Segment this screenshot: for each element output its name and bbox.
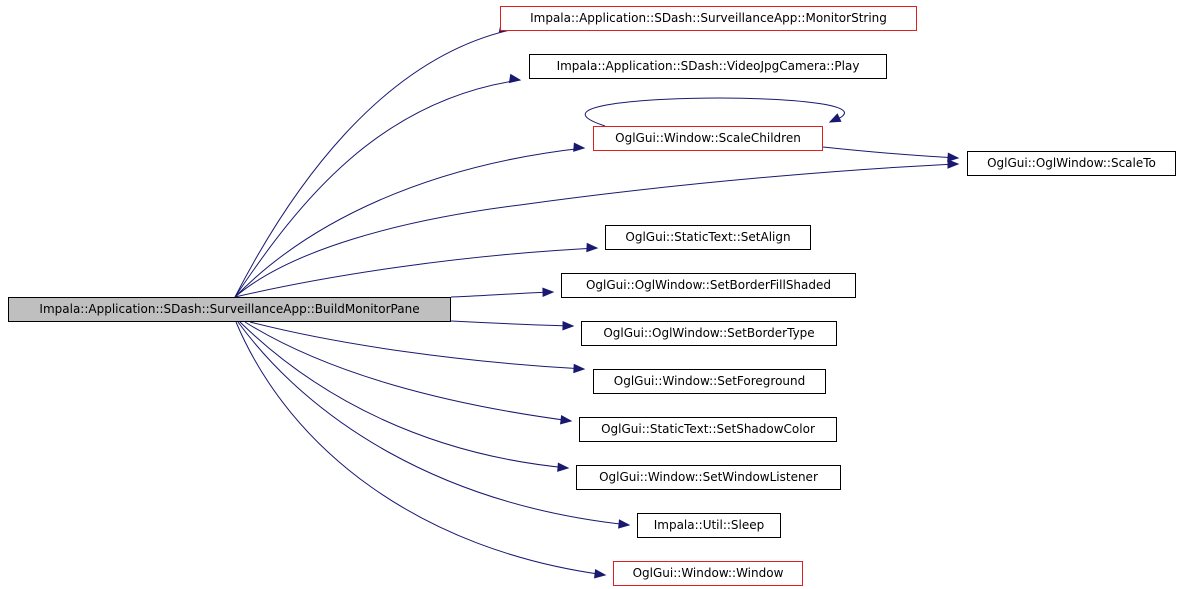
arrowhead-scalechildren: [828, 113, 842, 123]
node-label: OglGui::StaticText::SetAlign: [625, 230, 791, 244]
node-label: Impala::Application::SDash::Surveillance…: [530, 11, 887, 25]
edge-scalechildren-to-scaleto: [822, 146, 959, 159]
arrowhead-window: [594, 569, 607, 579]
node-label: OglGui::Window::ScaleChildren: [615, 131, 801, 145]
node-monitorstring[interactable]: Impala::Application::SDash::Surveillance…: [500, 6, 917, 31]
edge-scalechildren-to-scalechildren: [584, 97, 845, 127]
edge-root-to-setshadowcolor: [244, 321, 572, 422]
arrowhead-setforeground: [573, 363, 586, 374]
node-label: OglGui::Window::Window: [632, 566, 784, 580]
edge-root-to-scaleto: [234, 163, 959, 298]
arrowhead-scaleto: [947, 152, 960, 162]
edge-root-to-play: [234, 79, 521, 298]
node-window[interactable]: OglGui::Window::Window: [613, 561, 803, 586]
node-setwindowlistener[interactable]: OglGui::Window::SetWindowListener: [576, 465, 841, 490]
arrowhead-play: [508, 73, 522, 84]
edges-layer: [234, 23, 960, 579]
node-label: OglGui::OglWindow::ScaleTo: [987, 156, 1156, 170]
edge-root-to-setforeground: [249, 321, 585, 370]
node-setalign[interactable]: OglGui::StaticText::SetAlign: [605, 225, 811, 250]
node-setbordertype[interactable]: OglGui::OglWindow::SetBorderType: [581, 321, 837, 346]
node-label: Impala::Util::Sleep: [653, 518, 765, 532]
node-root: Impala::Application::SDash::Surveillance…: [8, 297, 451, 322]
arrowhead-scaleto: [947, 159, 960, 169]
node-label: OglGui::StaticText::SetShadowColor: [601, 422, 815, 436]
edge-root-to-setbordertype: [450, 320, 574, 327]
edge-root-to-scalechildren: [234, 147, 585, 298]
arrowhead-setborderfillshaded: [542, 287, 555, 297]
node-label: Impala::Application::SDash::Surveillance…: [39, 302, 420, 316]
node-label: OglGui::OglWindow::SetBorderType: [603, 326, 815, 340]
arrowhead-setbordertype: [562, 321, 575, 331]
edge-root-to-window: [235, 321, 606, 576]
node-label: Impala::Application::SDash::VideoJpgCame…: [556, 59, 860, 73]
arrowhead-setshadowcolor: [560, 415, 573, 425]
node-label: OglGui::Window::SetForeground: [613, 374, 806, 388]
arrowhead-sleep: [618, 519, 631, 529]
node-setforeground[interactable]: OglGui::Window::SetForeground: [593, 369, 826, 394]
node-scaleto[interactable]: OglGui::OglWindow::ScaleTo: [967, 151, 1176, 176]
node-label: OglGui::OglWindow::SetBorderFillShaded: [585, 278, 832, 292]
edge-root-to-setalign: [234, 247, 598, 298]
node-play[interactable]: Impala::Application::SDash::VideoJpgCame…: [529, 54, 887, 79]
arrowhead-setalign: [586, 242, 599, 253]
edge-root-to-setwindowlistener: [239, 321, 569, 469]
arrowhead-scalechildren: [573, 142, 586, 152]
node-label: OglGui::Window::SetWindowListener: [599, 470, 818, 484]
node-scalechildren[interactable]: OglGui::Window::ScaleChildren: [593, 126, 823, 151]
arrowhead-setwindowlistener: [557, 462, 570, 472]
edge-root-to-setborderfillshaded: [450, 291, 554, 298]
node-sleep[interactable]: Impala::Util::Sleep: [637, 513, 781, 538]
node-setborderfillshaded[interactable]: OglGui::OglWindow::SetBorderFillShaded: [561, 273, 856, 298]
edge-root-to-sleep: [237, 321, 630, 526]
node-setshadowcolor[interactable]: OglGui::StaticText::SetShadowColor: [579, 417, 837, 442]
edge-root-to-monitorstring: [234, 29, 511, 298]
